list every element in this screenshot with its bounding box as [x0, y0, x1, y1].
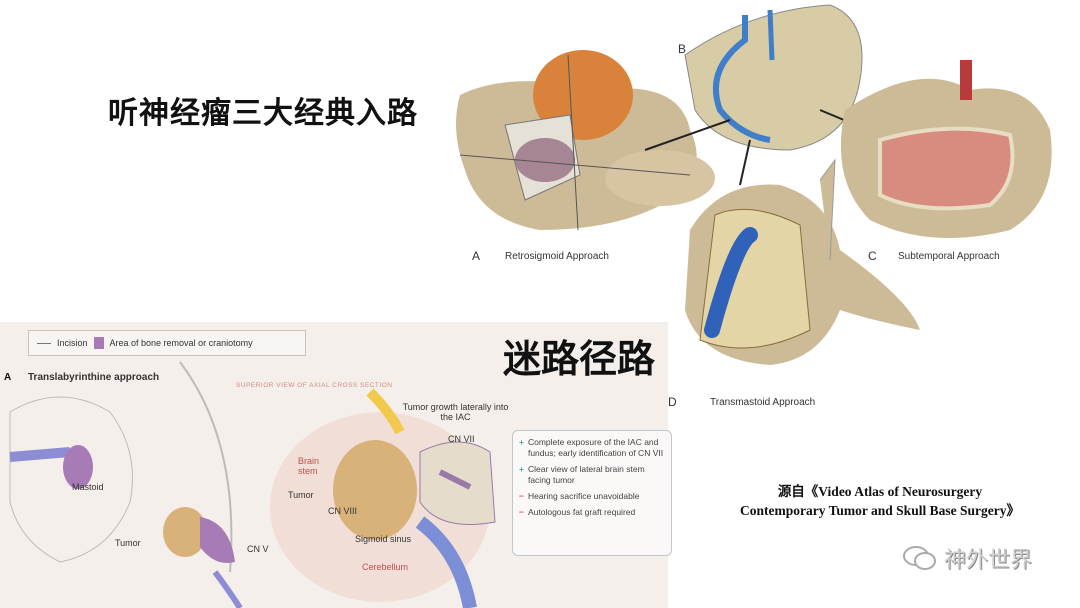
legend-incision: Incision — [57, 338, 88, 348]
approaches-illustration — [456, 4, 1052, 365]
con-item: −Hearing sacrifice unavoidable — [519, 491, 640, 501]
label-tumor-left: Tumor — [115, 538, 141, 548]
translabyrinthine-illustration — [9, 361, 496, 608]
label-mastoid: Mastoid — [72, 482, 104, 492]
pros-cons-box: +Complete exposure of the IAC and fundus… — [512, 430, 672, 556]
translabyrinthine-figure: Incision Area of bone removal or craniot… — [0, 322, 672, 608]
label-cn7: CN VII — [448, 434, 475, 444]
label-transmastoid: Transmastoid Approach — [710, 397, 816, 408]
watermark: 神外世界 — [902, 542, 1032, 574]
citation-line-2: Contemporary Tumor and Skull Base Surger… — [740, 503, 1020, 518]
legend-area: Area of bone removal or craniotomy — [109, 338, 253, 348]
label-c: C — [868, 249, 877, 263]
panel-letter: A — [4, 372, 12, 383]
label-d: D — [668, 395, 677, 409]
label-growth: Tumor growth laterally into the IAC — [402, 402, 509, 422]
label-subtemporal: Subtemporal Approach — [898, 251, 1000, 262]
label-tumor: Tumor — [288, 490, 314, 500]
craniotomy-swatch — [93, 337, 104, 349]
label-b: B — [678, 42, 687, 56]
legend: Incision Area of bone removal or craniot… — [28, 330, 306, 356]
citation: 源自《Video Atlas of Neurosurgery Contempor… — [690, 482, 1070, 520]
label-a: A — [472, 249, 481, 263]
translabyrinthine-heading: 迷路径路 — [503, 337, 656, 381]
label-retrosigmoid: Retrosigmoid Approach — [505, 251, 609, 262]
con-item: −Autologous fat graft required — [519, 507, 636, 517]
citation-line-1: 源自《Video Atlas of Neurosurgery — [777, 484, 983, 499]
wechat-icon — [903, 546, 936, 570]
slide-title: 听神经瘤三大经典入路 — [108, 96, 418, 131]
label-sigmoid: Sigmoid sinus — [355, 534, 412, 544]
panel-title: Translabyrinthine approach — [28, 372, 160, 383]
surgical-approaches-figure: A Retrosigmoid Approach B C Subtemporal … — [450, 0, 1080, 420]
label-cn5: CN V — [247, 544, 269, 554]
pro-item: +Complete exposure of the IAC and fundus… — [519, 437, 664, 458]
pro-item: +Clear view of lateral brain stem facing… — [519, 464, 645, 485]
label-cn8: CN VIII — [328, 506, 358, 516]
label-cerebellum: Cerebellum — [362, 562, 409, 572]
incision-line-swatch — [37, 342, 51, 344]
watermark-text: 神外世界 — [944, 548, 1033, 573]
label-brain-stem: Brain stem — [298, 456, 320, 476]
section-title: SUPERIOR VIEW OF AXIAL CROSS SECTION — [236, 382, 393, 389]
